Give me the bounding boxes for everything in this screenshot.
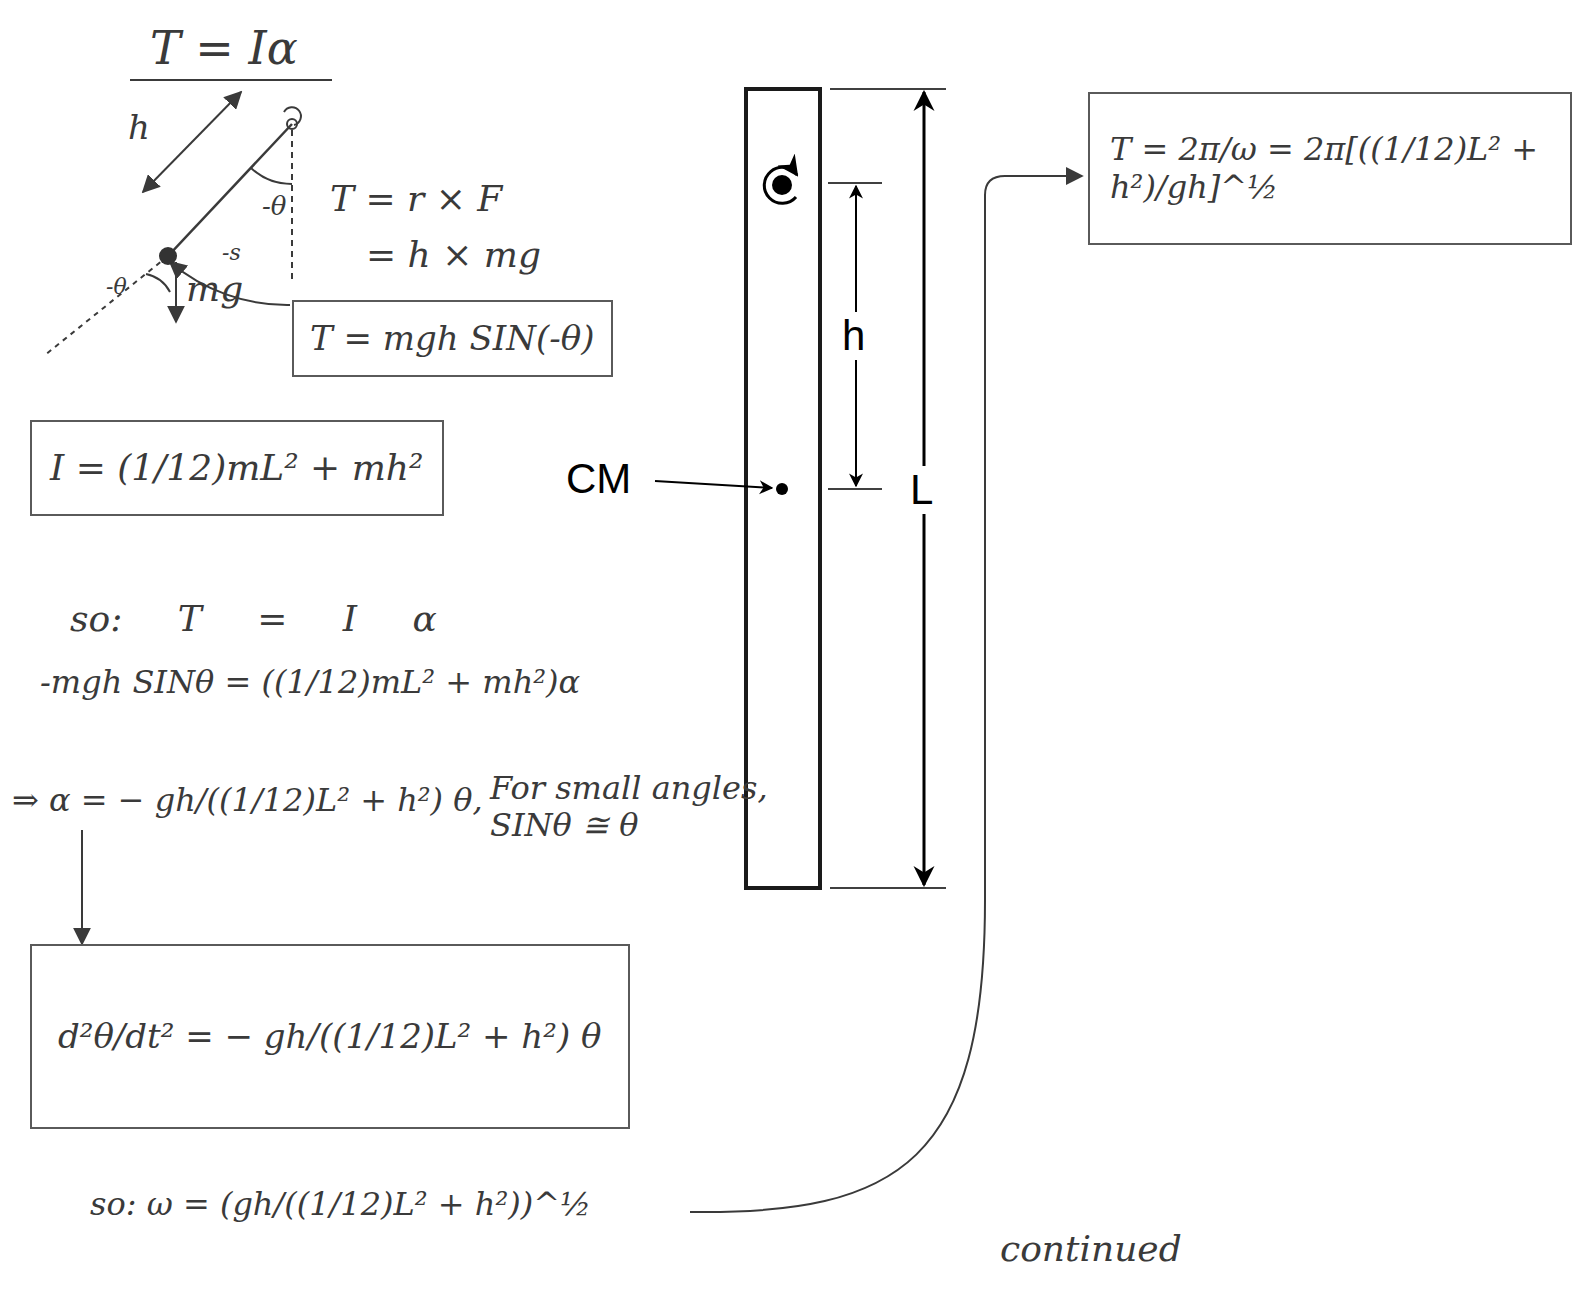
equation: = h × mg: [366, 234, 541, 275]
equation: so: T = I α: [70, 598, 437, 639]
title: T = Iα: [150, 22, 298, 75]
note: continued: [1000, 1228, 1182, 1269]
boxed-equation: T = 2π/ω = 2π[((1/12)L² + h²)/gh]^½: [1088, 92, 1572, 245]
pendulum-sketch: [45, 92, 301, 355]
underline: [130, 79, 332, 81]
dimension-tick: [830, 887, 946, 889]
rod-diagram: [655, 89, 946, 888]
equation: so: ω = (gh/((1/12)L² + h²))^½: [90, 1186, 591, 1223]
dimension-label: L: [906, 466, 937, 514]
weight-arrow: [175, 262, 177, 322]
bob: [159, 247, 177, 265]
equation-text: T = mgh SIN(-θ): [310, 318, 594, 359]
angle-label: -θ: [262, 192, 286, 222]
equation: -mgh SINθ = ((1/12)mL² + mh²)α: [40, 664, 580, 701]
equation-text: I = (1/12)mL² + mh²: [50, 446, 423, 489]
leader-arrow: [81, 830, 83, 944]
length-arrow: [143, 92, 241, 192]
boxed-equation: d²θ/dt² = − gh/((1/12)L² + h²) θ: [30, 944, 630, 1129]
leader-arrow: [690, 176, 1082, 1212]
pendulum-arm: [168, 124, 292, 256]
boxed-equation: I = (1/12)mL² + mh²: [30, 420, 444, 516]
dimension-tick: [828, 182, 882, 184]
vertical-reference: [291, 130, 293, 282]
equation-text: d²θ/dt² = − gh/((1/12)L² + h²) θ: [58, 1016, 601, 1057]
rod: [746, 89, 820, 888]
note: For small angles, SINθ ≅ θ: [490, 770, 810, 844]
pivot-dot: [772, 175, 792, 195]
angle-label: -θ: [106, 274, 127, 299]
dimension-tick: [828, 488, 882, 490]
length-label: h: [128, 108, 150, 147]
angle-arc: [146, 274, 170, 292]
extension-line: [45, 256, 168, 355]
dimension-tick: [830, 88, 946, 90]
cm-pointer: [655, 481, 772, 488]
point-label: CM: [566, 455, 631, 503]
center-of-mass: [776, 483, 788, 495]
rotation-arrow: [764, 167, 797, 203]
equation-text: T = 2π/ω = 2π[((1/12)L² + h²)/gh]^½: [1110, 130, 1550, 207]
weight-label: mg: [186, 268, 243, 309]
boxed-equation: T = mgh SIN(-θ): [292, 300, 613, 377]
dimension-label: h: [838, 312, 869, 360]
angle-arc: [251, 168, 292, 184]
arc-label: -s: [222, 240, 241, 265]
equation: ⇒ α = − gh/((1/12)L² + h²) θ,: [12, 782, 483, 819]
equation: T = r × F: [330, 178, 502, 219]
